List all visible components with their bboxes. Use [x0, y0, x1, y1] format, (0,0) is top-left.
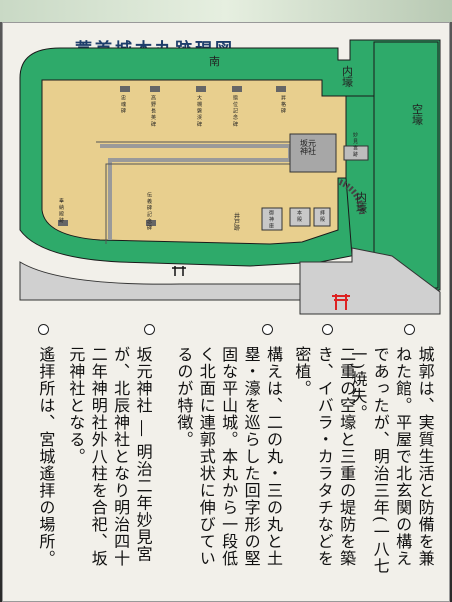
shrine-label: 坂元 神社 [300, 139, 316, 156]
label-kura: 御 神 庫 [268, 210, 274, 229]
bullet-3 [262, 324, 273, 335]
monument-1 [120, 86, 130, 92]
dry-moat [373, 41, 439, 289]
well-label: 井 戸 跡 [234, 213, 241, 232]
photo-background [0, 0, 452, 22]
building-kura [261, 207, 283, 231]
text-yohaisho: 遙拝所は、宮城遙拝の場所。 [36, 346, 56, 567]
torii-icon-1 [172, 266, 186, 276]
inner-moat-label-side: 内 壕 [356, 191, 367, 215]
inner-moat-strip [345, 95, 375, 257]
bullet-4 [144, 324, 155, 335]
label-denngi: 伝 義 碑 記 念 碑 [146, 192, 152, 230]
dry-moat-label: 空 壕 [412, 103, 423, 127]
label-monument-4: 贈 位 記 念 碑 [232, 95, 238, 127]
bullet-1 [404, 324, 415, 335]
label-myoken: 妙 見 宮 跡 [352, 132, 358, 157]
monument-5 [276, 86, 286, 92]
monument-6 [58, 220, 68, 226]
monument-4 [232, 86, 242, 92]
inner-moat-label-top: 内 壕 [342, 65, 353, 89]
label-hono: 奉 納 殿 跡 [58, 198, 64, 223]
text-castle: 城郭は、実質生活と防備を兼ねた館。平屋で北玄関の構えであったが、明治三年(一八七… [348, 346, 435, 575]
shrine-building [289, 133, 337, 173]
label-honden: 本 殿 [296, 210, 302, 222]
bullet-5 [38, 324, 49, 335]
monument-2 [150, 86, 160, 92]
label-monument-2: 高 野 長 英 碑 [150, 95, 156, 127]
label-monument-5: 昇 格 碑 [280, 95, 286, 114]
text-moats: 二重の空壕と三重の堤防を築き、イバラ・カラタチなどを密植。 [292, 346, 357, 567]
stair-right [338, 179, 365, 215]
torii-icon-2 [332, 294, 350, 310]
label-monument-3: 大 槻 磐 渓 碑 [196, 95, 202, 127]
south-label: 南 [209, 55, 220, 68]
bottom-road [19, 261, 301, 301]
building-haiden [313, 207, 331, 227]
label-haiden: 拝 殿 [319, 210, 325, 222]
bullet-2 [322, 324, 333, 335]
shrine-hall [343, 145, 369, 161]
monument-3 [196, 86, 206, 92]
label-monument-1: 忠 魂 碑 [120, 95, 126, 114]
text-layout: 構えは、二の丸・三の丸と土塁・濠を巡らした回字形の堅固な平山城。本丸から一段低く… [174, 346, 283, 567]
text-shrine: 坂元神社 ― 明治二年妙見宮が、北辰神社となり明治四十二年神明社外八柱を合祀、坂… [66, 346, 153, 567]
building-honden [289, 207, 311, 227]
monument-7 [146, 220, 156, 226]
